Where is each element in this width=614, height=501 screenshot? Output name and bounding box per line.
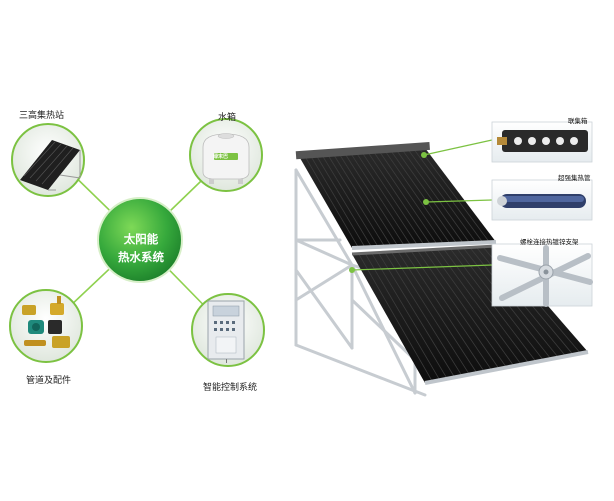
collector-tube	[401, 149, 471, 244]
center-hub	[97, 197, 183, 283]
collector-tube	[390, 150, 458, 244]
collector-tube	[316, 156, 372, 248]
node-control	[191, 293, 265, 367]
collector-tube	[364, 253, 441, 381]
collector-tube	[358, 253, 433, 382]
label-solar-station: 三高集热站	[19, 111, 65, 121]
label-pipes: 管道及配件	[26, 376, 72, 386]
center-title-line2: 热水系统	[118, 250, 164, 264]
collector-tube	[404, 250, 485, 372]
callout-bracket	[491, 243, 593, 307]
center-title: 太阳能 热水系统	[100, 230, 182, 266]
collector-tube	[333, 155, 392, 247]
collector-tube	[436, 249, 522, 365]
node-pipes	[9, 289, 83, 363]
label-header: 联集箱	[568, 117, 588, 125]
collector-tube	[396, 150, 464, 244]
label-bracket: 螺栓连接热镀锌支架	[520, 238, 579, 246]
collector-tube	[339, 154, 399, 247]
collector-tube	[413, 148, 484, 243]
header-manifold-icon	[497, 130, 588, 152]
pipes-fittings-icon	[22, 296, 70, 348]
collector-tube	[328, 155, 386, 247]
collector-tube	[345, 154, 405, 247]
center-title-line1: 太阳能	[123, 232, 159, 246]
collector-tube	[322, 155, 379, 248]
collector-tube	[362, 152, 425, 246]
control-cabinet-icon	[207, 300, 245, 363]
collector-tube	[390, 251, 470, 375]
collector-tube	[410, 250, 493, 371]
collector-tube	[373, 151, 438, 245]
collector-tube	[384, 251, 463, 377]
collector-tube	[367, 152, 431, 245]
water-tank-logo: 绿末巴	[213, 154, 229, 160]
collector-tube	[356, 153, 418, 246]
label-vacuum-tube: 超强集热管	[558, 174, 591, 182]
collector-tube	[397, 251, 478, 374]
callout-tube	[491, 179, 593, 221]
collector-tube	[305, 157, 359, 248]
node-solar-station	[11, 123, 85, 197]
callout-lines	[351, 139, 493, 271]
collector-tube	[417, 250, 500, 370]
collector-tube	[377, 252, 455, 378]
collector-tube	[384, 150, 451, 245]
node-water-tank	[189, 118, 263, 192]
label-water-tank: 水箱	[218, 113, 237, 123]
collector-tube	[418, 148, 490, 243]
collector-tube	[311, 156, 366, 248]
solar-station-icon	[20, 140, 81, 191]
collector-tube	[350, 153, 412, 246]
collector-tube	[379, 151, 444, 245]
water-tank-icon	[202, 133, 250, 184]
callout-header	[491, 121, 593, 163]
collector-tube	[407, 149, 477, 244]
label-control: 智能控制系统	[203, 383, 258, 393]
collector-tube	[423, 249, 507, 368]
collector-tube	[443, 248, 530, 364]
vacuum-tube-icon	[497, 194, 586, 208]
collector-tube	[371, 252, 448, 379]
collector-tube	[430, 249, 515, 367]
